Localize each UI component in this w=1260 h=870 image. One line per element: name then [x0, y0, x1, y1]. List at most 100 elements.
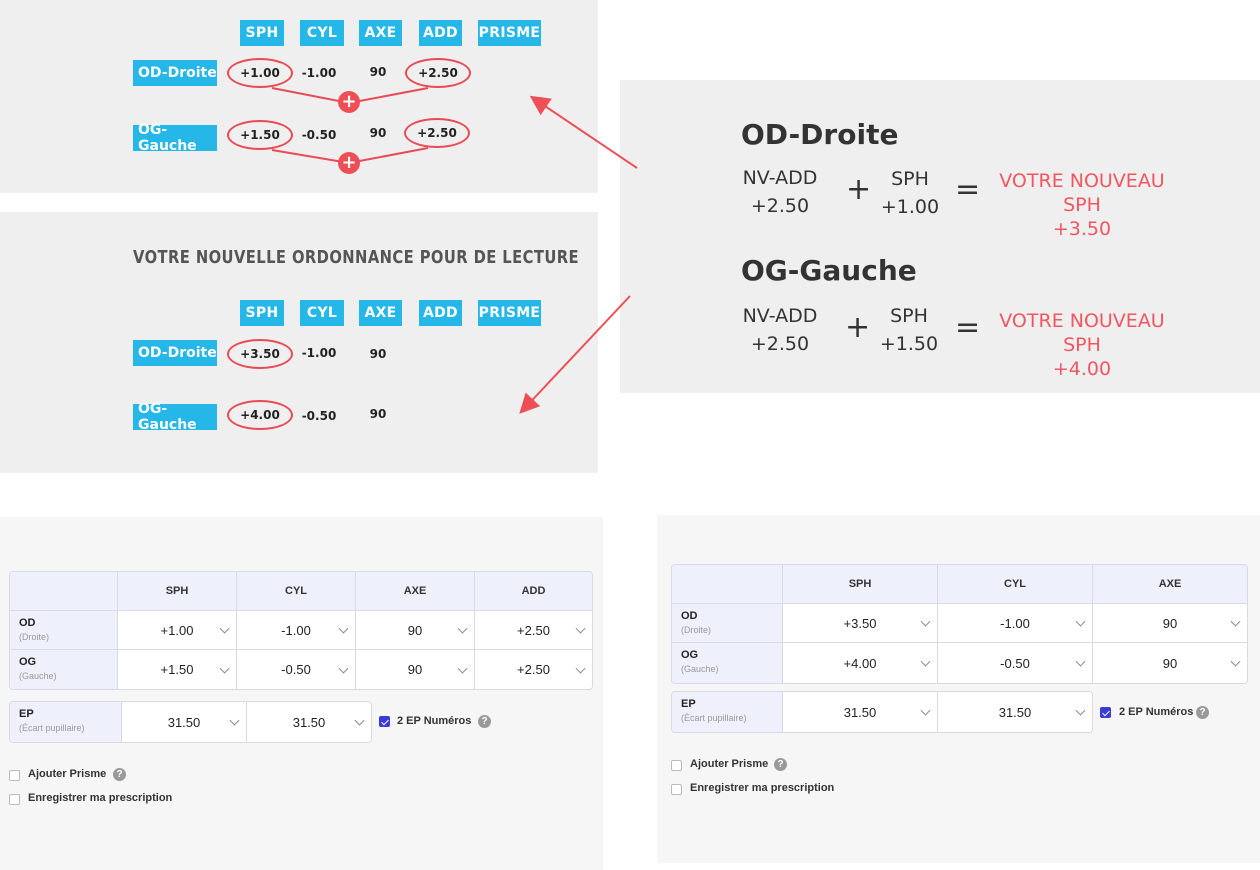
col-header-cyl: CYL	[236, 572, 355, 610]
table-corner	[672, 565, 782, 603]
row-header-label: OD	[681, 610, 698, 622]
ep-table: EP (Écart pupillaire) 31.50 31.50	[9, 701, 372, 743]
header-axe: AXE	[359, 300, 402, 326]
od-add-select[interactable]: +2.50	[474, 610, 592, 649]
row-header-label: EP	[19, 708, 34, 720]
eq-od-term1-label: NV-ADD	[742, 167, 818, 189]
og-add-value: +2.50	[417, 126, 457, 140]
ep-left-select[interactable]: 31.50	[937, 692, 1092, 732]
two-ep-checkbox[interactable]	[1100, 707, 1111, 718]
header-cyl: CYL	[300, 20, 344, 46]
header-prisme: PRISME	[478, 20, 541, 46]
og-axe-select[interactable]: 90	[1092, 642, 1247, 683]
row-header-sub: (Écart pupillaire)	[681, 713, 747, 723]
select-value: 90	[1162, 615, 1178, 631]
od-sph-select[interactable]: +1.00	[117, 610, 236, 649]
add-prism-label: Ajouter Prisme	[690, 758, 769, 770]
add-prism-checkbox[interactable]	[9, 770, 20, 781]
chevron-down-icon	[457, 623, 468, 634]
select-value: 31.50	[843, 704, 877, 720]
chevron-down-icon	[920, 616, 931, 627]
od-cyl-select[interactable]: -1.00	[236, 610, 355, 649]
form-panel-left: SPH CYL AXE ADD OD (Droite) +1.00 -1.00 …	[0, 517, 603, 870]
og-cyl-select[interactable]: -0.50	[937, 642, 1092, 683]
highlight-oval	[405, 58, 471, 88]
row-header-sub: (Gauche)	[681, 664, 719, 674]
equation-panel: OD-Droite NV-ADD +2.50 + SPH +1.00 = VOT…	[620, 80, 1260, 393]
two-ep-checkbox[interactable]	[379, 716, 390, 727]
od-axe-select[interactable]: 90	[1092, 603, 1247, 642]
select-value: 90	[407, 662, 423, 677]
ep-table: EP (Écart pupillaire) 31.50 31.50	[671, 691, 1093, 733]
eq-og-result-label: VOTRE NOUVEAU SPH	[999, 310, 1165, 356]
select-value: +1.50	[160, 662, 194, 677]
help-icon[interactable]: ?	[113, 768, 126, 781]
add-prism-label: Ajouter Prisme	[28, 768, 107, 780]
row-header-label: OG	[681, 649, 699, 661]
eq-og-result: VOTRE NOUVEAU SPH +4.00	[982, 309, 1182, 381]
og-axe-value: 90	[369, 126, 387, 140]
row-header-label: OD	[19, 617, 36, 629]
help-icon[interactable]: ?	[1196, 706, 1209, 719]
header-add: ADD	[419, 20, 462, 46]
chevron-down-icon	[219, 623, 230, 634]
help-icon[interactable]: ?	[774, 758, 787, 771]
add-prism-checkbox[interactable]	[671, 760, 682, 771]
header-axe: AXE	[359, 20, 402, 46]
help-icon[interactable]: ?	[478, 715, 491, 728]
ep-right-select[interactable]: 31.50	[782, 692, 937, 732]
row-header-od: OD (Droite)	[10, 610, 117, 649]
ep-left-select[interactable]: 31.50	[246, 702, 371, 742]
prescription-table: SPH CYL AXE OD (Droite) +3.50 -1.00 90 O…	[671, 564, 1248, 684]
equation-title-od: OD-Droite	[741, 118, 899, 151]
og-sph-value: +4.00	[240, 408, 280, 422]
select-value: +2.50	[517, 622, 550, 638]
save-prescription-checkbox[interactable]	[9, 794, 20, 805]
eq-od-result: VOTRE NOUVEAU SPH +3.50	[982, 169, 1182, 241]
eq-od-term1: NV-ADD +2.50	[732, 164, 828, 220]
og-sph-value: +1.50	[240, 128, 280, 142]
od-cyl-select[interactable]: -1.00	[937, 603, 1092, 642]
eq-og-term1: NV-ADD +2.50	[732, 302, 828, 358]
chevron-down-icon	[229, 715, 240, 726]
select-value: +1.00	[160, 622, 194, 638]
og-sph-select[interactable]: +4.00	[782, 642, 937, 683]
eq-od-result-label: VOTRE NOUVEAU SPH	[999, 170, 1165, 216]
row-header-label: EP	[681, 698, 696, 710]
od-axe-select[interactable]: 90	[355, 610, 474, 649]
od-cyl-value: -1.00	[301, 346, 337, 360]
select-value: 31.50	[167, 714, 201, 730]
eq-og-term1-value: +2.50	[750, 333, 810, 355]
prescription-table: SPH CYL AXE ADD OD (Droite) +1.00 -1.00 …	[9, 571, 593, 690]
eq-od-term2: SPH +1.00	[870, 165, 950, 221]
row-header-ep: EP (Écart pupillaire)	[672, 692, 782, 732]
od-sph-select[interactable]: +3.50	[782, 603, 937, 642]
form-panel-right: SPH CYL AXE OD (Droite) +3.50 -1.00 90 O…	[657, 515, 1260, 863]
equation-title-og: OG-Gauche	[741, 254, 917, 287]
col-header-cyl: CYL	[937, 565, 1092, 603]
select-value: +4.00	[843, 655, 877, 671]
plus-icon: +	[338, 91, 360, 113]
chevron-down-icon	[354, 715, 365, 726]
two-ep-label: 2 EP Numéros	[397, 715, 472, 727]
select-value: -0.50	[1000, 655, 1030, 671]
row-header-sub: (Écart pupillaire)	[19, 723, 85, 733]
eq-og-term2: SPH +1.50	[869, 302, 949, 358]
row-header-od: OD (Droite)	[672, 603, 782, 642]
chevron-down-icon	[1075, 705, 1086, 716]
chevron-down-icon	[1230, 656, 1241, 667]
select-value: 90	[1162, 655, 1178, 671]
og-axe-select[interactable]: 90	[355, 649, 474, 689]
col-header-axe: AXE	[1092, 565, 1247, 603]
ep-right-select[interactable]: 31.50	[121, 702, 246, 742]
og-sph-select[interactable]: +1.50	[117, 649, 236, 689]
save-prescription-checkbox[interactable]	[671, 784, 682, 795]
plus-operator: +	[845, 310, 871, 345]
og-add-select[interactable]: +2.50	[474, 649, 592, 689]
row-label-og: OG-Gauche	[133, 122, 217, 154]
og-cyl-select[interactable]: -0.50	[236, 649, 355, 689]
highlight-oval	[227, 400, 293, 430]
od-cyl-value: -1.00	[301, 66, 337, 80]
header-sph: SPH	[240, 20, 284, 46]
eq-og-term2-label: SPH	[890, 305, 928, 327]
